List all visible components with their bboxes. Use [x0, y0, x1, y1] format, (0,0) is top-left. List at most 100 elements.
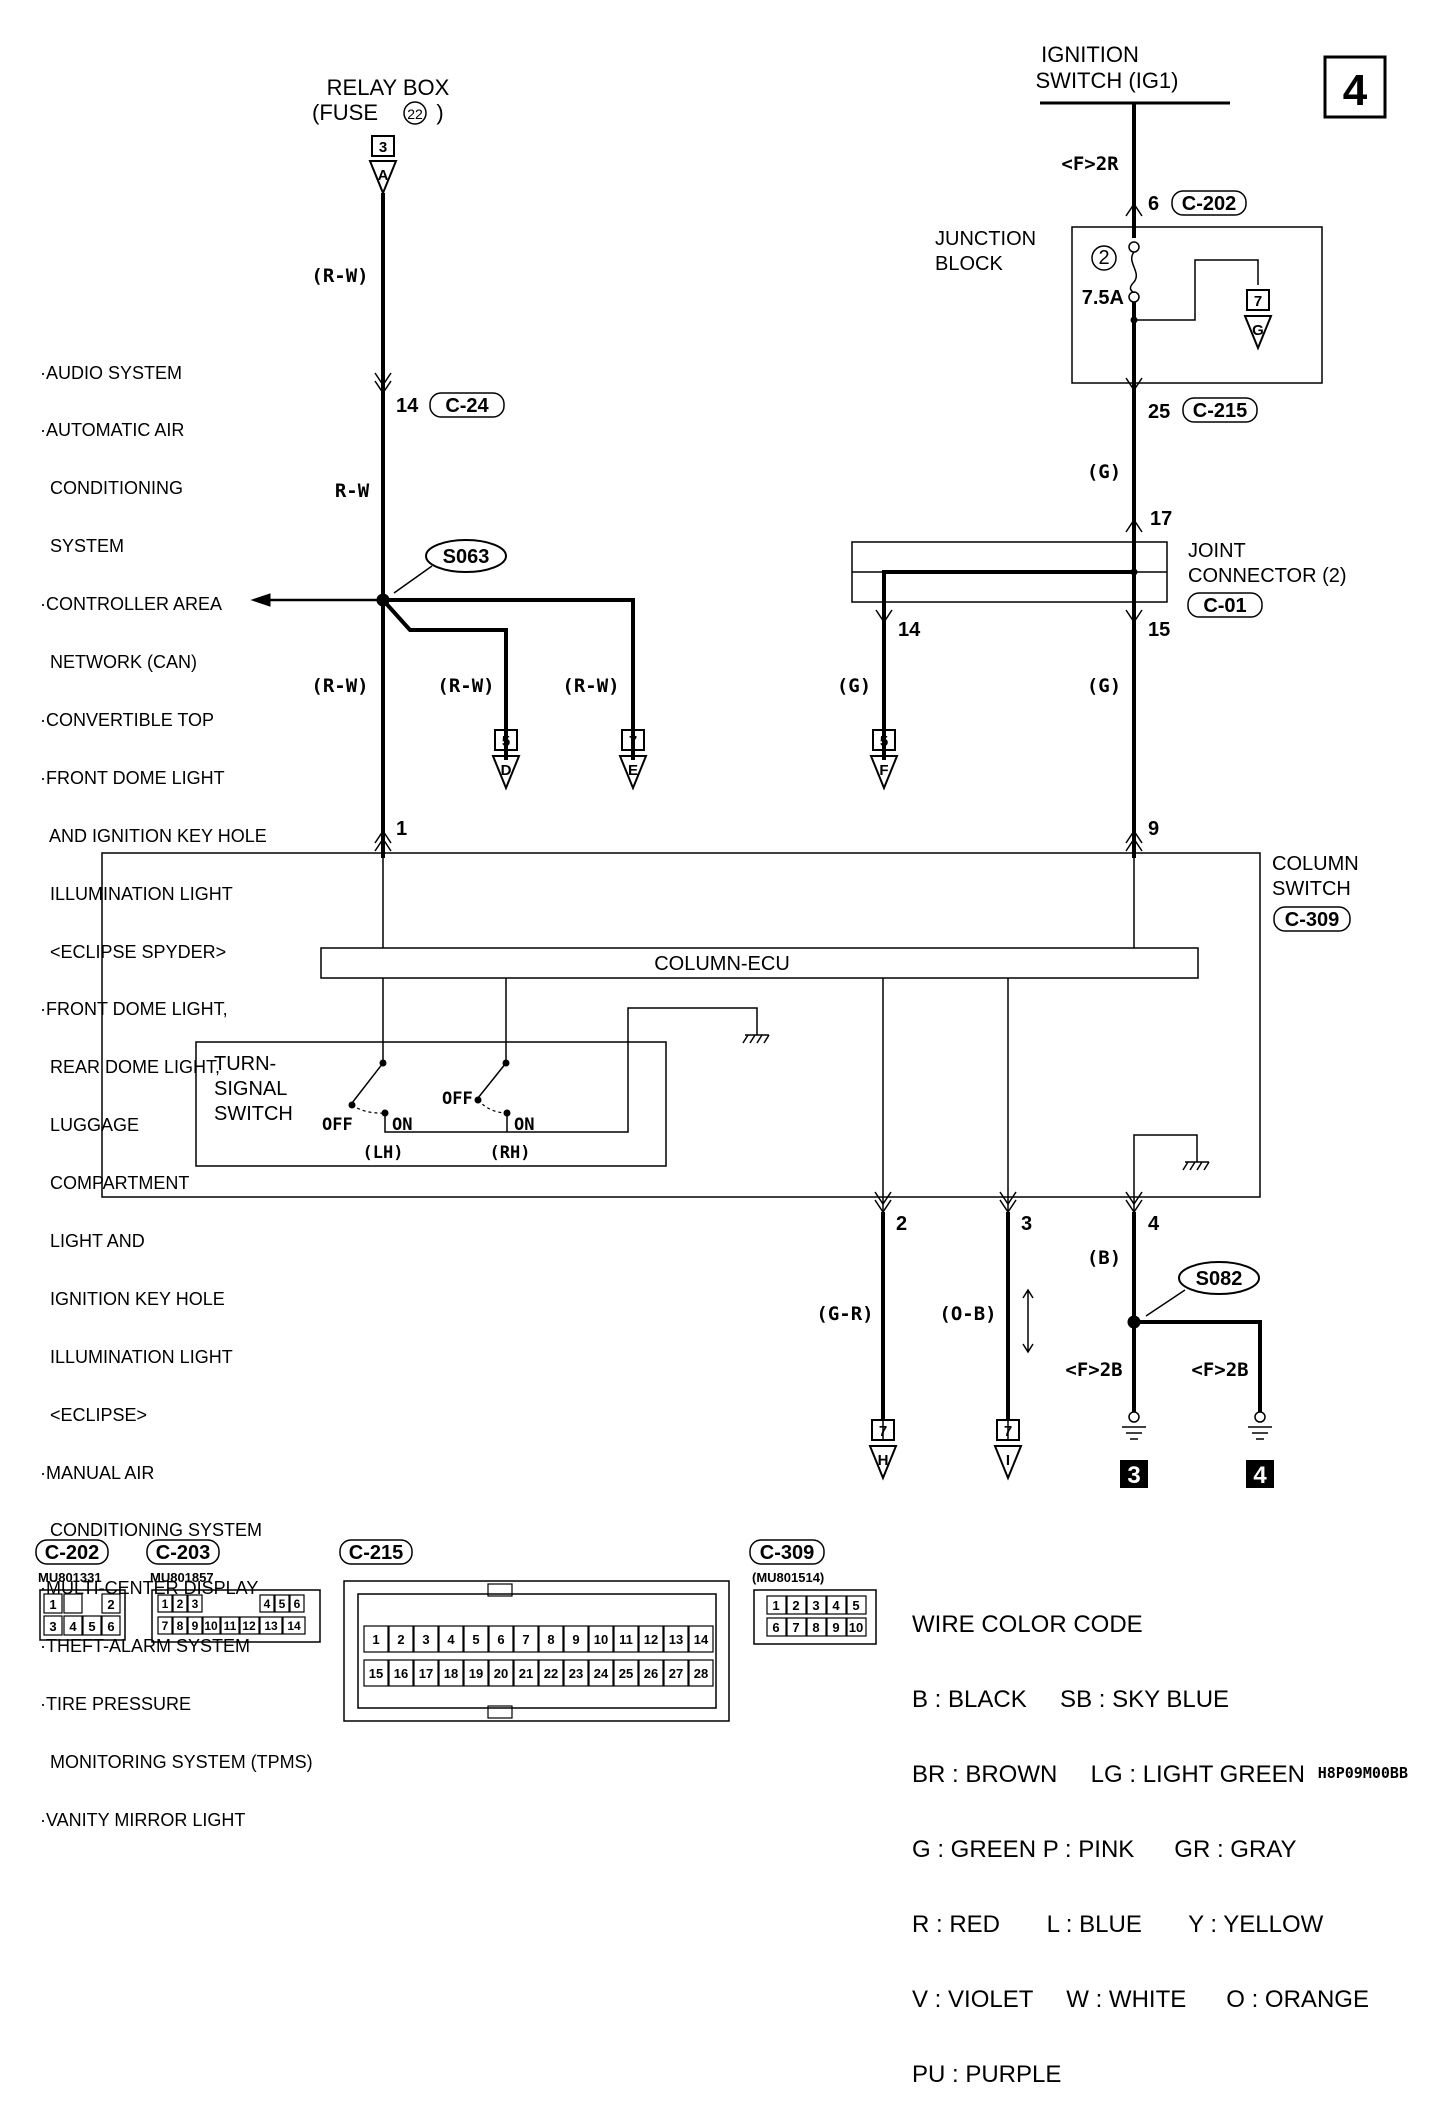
offpage-f-letter: F	[879, 762, 888, 779]
svg-text:7: 7	[162, 1619, 169, 1633]
turn-signal-label-3: SWITCH	[214, 1103, 293, 1125]
c215-cell	[513, 1625, 539, 1653]
ground-4-number: 4	[1253, 1462, 1267, 1489]
view-c215-cells	[363, 1625, 714, 1687]
c215-cell	[563, 1659, 589, 1687]
c202-pin: 6	[1148, 193, 1159, 215]
page-number: 4	[1343, 66, 1368, 115]
ground-4-terminal	[1254, 1411, 1266, 1423]
c01-id: C-01	[1203, 595, 1246, 617]
c215-cell	[688, 1659, 714, 1687]
column-ecu-bar	[320, 947, 1199, 979]
svg-text:9: 9	[832, 1620, 839, 1635]
svg-text:8: 8	[177, 1619, 184, 1633]
list-item: MONITORING SYSTEM (TPMS)	[40, 1751, 313, 1772]
list-item: AND IGNITION KEY HOLE	[40, 825, 267, 846]
svg-text:14: 14	[287, 1619, 301, 1633]
offpage-letter-a: A	[378, 167, 389, 184]
c215-pin-number: 17	[419, 1666, 433, 1681]
legend-line: V : VIOLET W : WHITE O : ORANGE	[912, 1986, 1369, 2013]
c215-cell	[363, 1625, 389, 1653]
offpage-h-letter: H	[878, 1452, 889, 1469]
c215-pin-number: 7	[522, 1632, 529, 1647]
c215-cell	[463, 1625, 489, 1653]
c215-cell	[688, 1625, 714, 1653]
svg-text:1: 1	[772, 1598, 779, 1613]
c215-pin-number: 26	[644, 1666, 658, 1681]
ground-4-icon	[1248, 1426, 1272, 1440]
c215-cell	[463, 1659, 489, 1687]
list-item: IGNITION KEY HOLE	[40, 1288, 225, 1309]
rh-label: (RH)	[490, 1143, 531, 1163]
svg-text:11: 11	[224, 1619, 237, 1633]
wire-label-ob: (O-B)	[939, 1303, 996, 1325]
list-item: ·FRONT DOME LIGHT	[40, 767, 225, 788]
offpage-g-box	[1246, 289, 1270, 311]
svg-text:5: 5	[852, 1598, 859, 1613]
jc-out2-arrow	[1125, 609, 1143, 624]
svg-text:2: 2	[107, 1597, 114, 1612]
svg-text:3: 3	[812, 1598, 819, 1613]
jb-fuse-number: 2	[1098, 247, 1109, 269]
wire-label-rw-1: (R-W)	[311, 265, 368, 287]
list-item: NETWORK (CAN)	[40, 652, 197, 673]
svg-text:4: 4	[832, 1598, 840, 1613]
offpage-f-number: 5	[880, 733, 888, 750]
s082-badge	[1178, 1261, 1260, 1295]
c215-pin-number: 14	[694, 1632, 709, 1647]
col-ground-icon	[1182, 1161, 1210, 1171]
col-pin9-arrow	[1125, 829, 1143, 852]
wire-g-f	[882, 570, 1134, 760]
c24-badge	[429, 392, 505, 418]
c215-cell	[513, 1659, 539, 1687]
svg-text:4: 4	[264, 1597, 271, 1611]
offpage-e-number: 7	[629, 733, 637, 750]
legend-line: PU : PURPLE	[912, 2061, 1062, 2088]
fuse-terminal-top	[1128, 241, 1140, 253]
view-c203-id: C-203	[156, 1542, 210, 1564]
list-item: ILLUMINATION LIGHT	[40, 1346, 233, 1367]
turn-signal-label-2: SIGNAL	[214, 1078, 287, 1100]
ground-3-wire-code: <F>2B	[1065, 1359, 1122, 1381]
c215-cell	[613, 1659, 639, 1687]
offpage-i-triangle	[993, 1445, 1023, 1481]
c215-badge	[1182, 397, 1258, 423]
svg-text:5: 5	[88, 1619, 95, 1634]
jc-out2-pin: 15	[1148, 619, 1170, 641]
list-item: ·MULTI-CENTER DISPLAY	[40, 1578, 259, 1599]
c215-cell	[638, 1625, 664, 1653]
c215-pin-number: 2	[397, 1632, 404, 1647]
ground-3-icon	[1122, 1426, 1146, 1440]
view-c309-id: C-309	[760, 1542, 814, 1564]
jc-out1-arrow	[875, 609, 893, 624]
svg-text:10: 10	[204, 1619, 218, 1633]
svg-text:8: 8	[812, 1620, 819, 1635]
list-item: LIGHT AND	[40, 1230, 145, 1251]
offpage-i-box	[996, 1419, 1020, 1441]
c215-id: C-215	[1193, 400, 1247, 422]
c215-cell	[613, 1625, 639, 1653]
rh-off: OFF	[442, 1089, 473, 1109]
svg-text:1: 1	[49, 1597, 56, 1612]
ground-4-wire-code: <F>2B	[1191, 1359, 1248, 1381]
view-c202-part: MU801331	[38, 1570, 102, 1585]
jc-out1-pin: 14	[898, 619, 921, 641]
wire-color-legend: WIRE COLOR CODE B : BLACK SB : SKY BLUE …	[912, 1562, 1369, 2112]
c215-cell	[388, 1625, 414, 1653]
jc-in-arrow	[1125, 518, 1143, 533]
offpage-f-box	[872, 729, 896, 751]
c215-cell	[388, 1659, 414, 1687]
lh-off: OFF	[322, 1115, 353, 1135]
relay-fuse-number: 22	[407, 106, 423, 122]
list-item: ·FRONT DOME LIGHT,	[40, 999, 228, 1020]
relay-conn-box	[371, 135, 395, 157]
switch-common	[384, 1007, 758, 1133]
page-number-box	[1323, 55, 1387, 119]
col-pin9: 9	[1148, 818, 1159, 840]
list-item: SYSTEM	[40, 536, 125, 557]
c215-pin-number: 21	[519, 1666, 533, 1681]
wire-label-g-3: (G)	[1087, 675, 1121, 697]
